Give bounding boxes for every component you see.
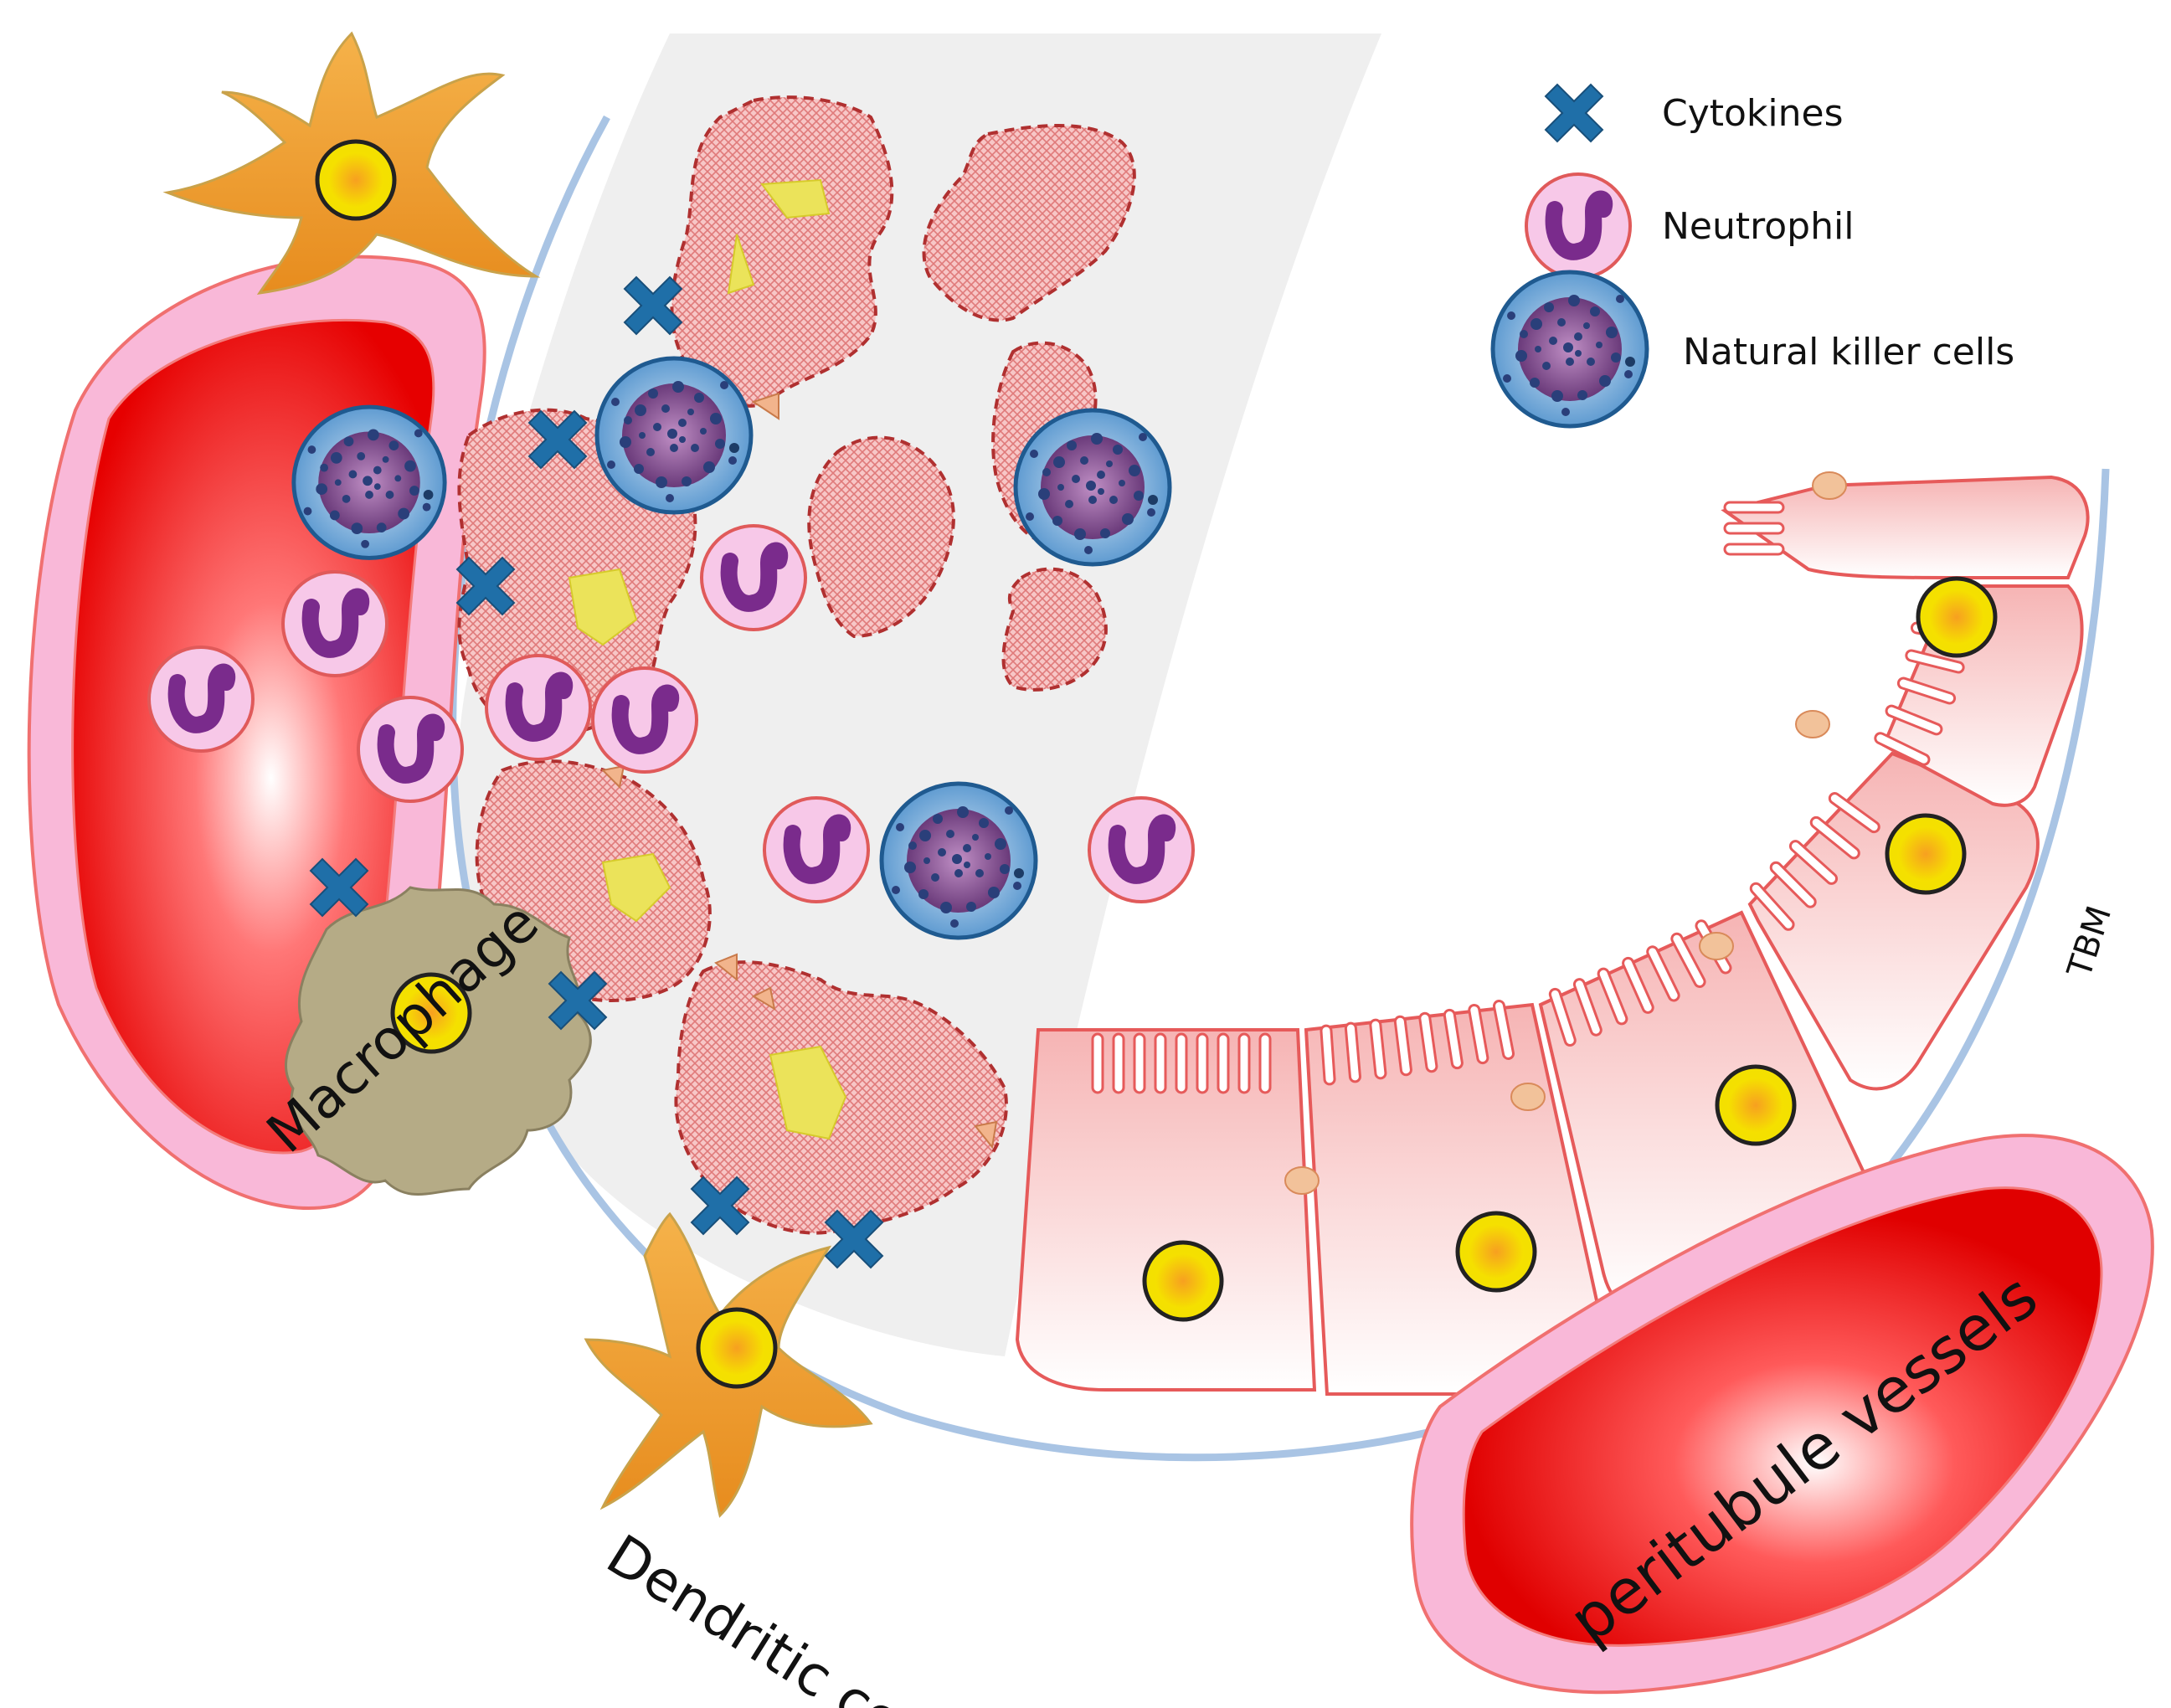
dendritic-cell-bottom xyxy=(584,1212,873,1518)
dendritic-cell-label: Dendritic cell xyxy=(596,1522,939,1708)
neutrophil xyxy=(593,668,697,772)
neutrophil xyxy=(764,798,868,902)
epithelial-nucleus xyxy=(1918,579,1995,656)
legend-label-neutrophil: Neutrophil xyxy=(1662,205,1854,248)
epithelial-nucleus xyxy=(1717,1067,1794,1144)
brush-border-microvilli xyxy=(1091,501,1972,1094)
neutrophil-icon xyxy=(1526,174,1630,278)
neutrophil xyxy=(283,572,387,676)
epithelial-nucleus xyxy=(1458,1213,1535,1290)
cytokine-x-icon xyxy=(1545,84,1603,142)
tight-junctions xyxy=(1284,471,1847,1195)
neutrophil xyxy=(149,647,253,751)
peritubule-vessel xyxy=(1410,1134,2154,1695)
nk-cell-icon xyxy=(1493,272,1647,426)
debris-fragments xyxy=(568,178,847,1140)
dendritic-cell-top xyxy=(162,31,541,295)
legend-label-nk-cells: Natural killer cells xyxy=(1683,331,2014,373)
debris-junctions xyxy=(600,392,998,1150)
legend-label-cytokines: Cytokines xyxy=(1662,92,1844,135)
neutrophil xyxy=(702,526,805,630)
epithelial-cell-4 xyxy=(1747,751,2040,1091)
macrophage-cell xyxy=(284,886,592,1196)
legend: Cytokines Neutrophil Natural killer cell… xyxy=(1493,84,2014,426)
epithelial-nucleus xyxy=(1887,815,1964,893)
neutrophil xyxy=(1089,798,1193,902)
nk-cell xyxy=(597,358,751,512)
epithelial-nucleus xyxy=(1145,1242,1222,1320)
neutrophil xyxy=(486,656,590,759)
nk-cell xyxy=(882,784,1036,938)
nk-cell xyxy=(1016,410,1170,564)
tbm-label: TBM xyxy=(2060,902,2119,983)
nk-cell xyxy=(294,407,445,558)
neutrophil xyxy=(358,697,462,801)
epithelial-cell-1 xyxy=(1015,1028,1317,1392)
